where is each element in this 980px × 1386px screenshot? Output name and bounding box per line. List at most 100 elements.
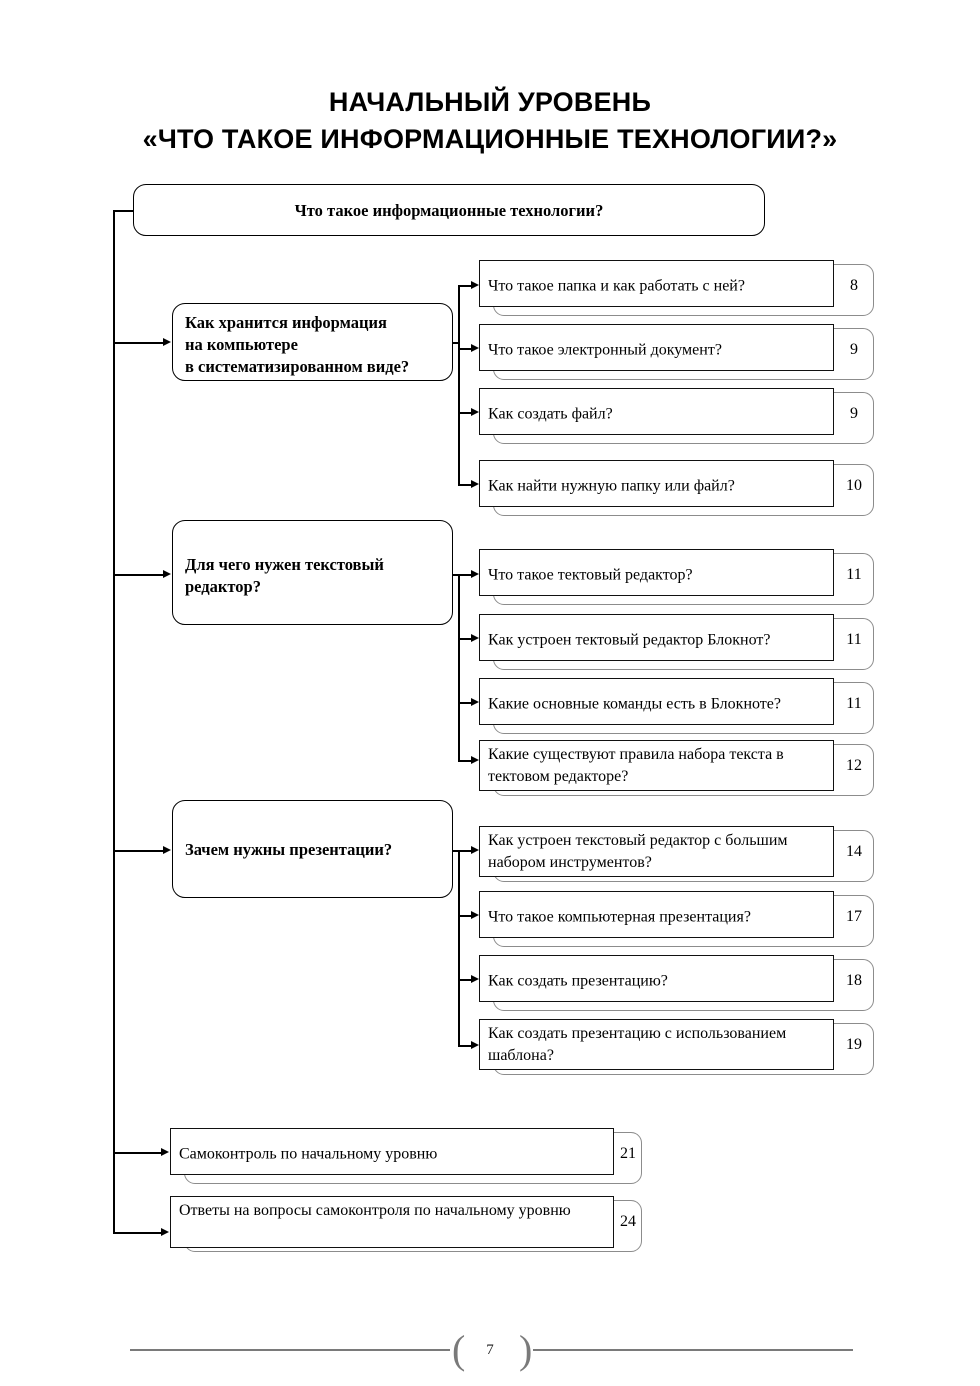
footer-brace-left: ( [452,1327,466,1372]
trunk-branch-1 [113,342,163,344]
group-2-arrow-1 [471,570,479,578]
group-3-arrow-3 [471,975,479,983]
leaf-item[interactable]: Как устроен тектовый редактор Блокнот? 1… [479,614,874,670]
main-trunk [113,210,115,1232]
leaf-item[interactable]: Как создать презентацию? 18 [479,955,874,1011]
group-3-branch-2 [458,915,472,917]
leaf-item[interactable]: Как создать файл? 9 [479,388,874,444]
leaf-text-rect [479,460,834,507]
group-2-parent[interactable]: Для чего нужен текстовый редактор? [172,520,456,629]
group-3-parent[interactable]: Зачем нужны презентации? [172,800,456,902]
footer-brace-right: ) [519,1327,533,1372]
trunk-branch-4 [113,1152,161,1154]
trunk-arrow-4 [161,1148,169,1156]
leaf-text-rect [479,388,834,435]
leaf-label: Как создать файл? [488,405,613,423]
leaf-text-rect [479,549,834,596]
leaf-text-rect [479,1019,834,1070]
leaf-item[interactable]: Какие существуют правила набора текста в… [479,740,874,796]
leaf-text-rect [479,324,834,371]
root-node[interactable]: Что такое информационные технологии? [133,184,768,240]
leaf-page-number: 11 [846,631,862,648]
group-3-spine [458,850,460,1045]
group-3-parent-label: Зачем нужны презентации? [185,840,393,859]
trunk-branch-3 [113,850,163,852]
leaf-label: Как создать презентацию? [488,972,668,990]
group-1-branch-1 [458,285,472,287]
leaf-page-number: 11 [846,695,862,712]
leaf-label: Как найти нужную папку или файл? [488,477,735,495]
group-1-branch-3 [458,412,472,414]
footer-rule-right [533,1349,853,1351]
leaf-page-number: 12 [846,757,862,774]
leaf-page-number: 17 [846,908,862,925]
leaf-page-number: 24 [620,1213,636,1230]
leaf-item[interactable]: Что такое компьютерная презентация? 17 [479,891,874,947]
footer-page-number: 7 [486,1342,494,1358]
trunk-root-connector [113,210,134,212]
leaf-label: Что такое компьютерная презентация? [488,908,751,926]
leaf-label: Что такое электронный документ? [488,341,722,359]
leaf-item[interactable]: Что такое электронный документ? 9 [479,324,874,380]
leaf-item[interactable]: Как устроен текстовый редактор с большим… [479,826,874,882]
group-1-spine [458,285,460,484]
group-2-branch-1 [458,574,472,576]
leaf-label: Ответы на вопросы самоконтроля по началь… [179,1202,571,1219]
group-2-arrow-3 [471,698,479,706]
group-2-arrow-4 [471,756,479,764]
group-2-spine [458,574,460,760]
leaf-item[interactable]: Ответы на вопросы самоконтроля по началь… [170,1196,642,1252]
footer-rule-left [130,1349,450,1351]
trunk-arrow-5 [161,1228,169,1236]
group-1-branch-4 [458,484,472,486]
title-line-2: «ЧТО ТАКОЕ ИНФОРМАЦИОННЫЕ ТЕХНОЛОГИИ?» [142,124,838,154]
leaf-page-number: 9 [850,405,858,422]
group-1-parent[interactable]: Как хранится информация на компьютере в … [172,303,456,385]
group-1-parent-label: Как хранится информация на компьютере в … [185,313,410,376]
leaf-item[interactable]: Как найти нужную папку или файл? 10 [479,460,874,516]
leaf-item[interactable]: Самоконтроль по начальному уровню 21 [170,1128,642,1184]
group-1-arrow-1 [471,281,479,289]
group-1-arrow-2 [471,344,479,352]
group-2-branch-2 [458,638,472,640]
trunk-arrow-2 [163,570,171,578]
leaf-page-number: 21 [620,1145,636,1162]
group-1-arrow-4 [471,480,479,488]
group-3-arrow-2 [471,911,479,919]
group-3-arrow-4 [471,1041,479,1049]
leaf-page-number: 9 [850,341,858,358]
page-footer: ( 7 ) [0,1330,980,1370]
leaf-label: Как создать презентацию с использованием… [488,1025,787,1064]
leaf-label: Что такое тектовый редактор? [488,566,693,584]
leaf-text-rect [479,740,834,791]
trunk-arrow-3 [163,846,171,854]
title-line-1: НАЧАЛЬНЫЙ УРОВЕНЬ [328,87,652,117]
leaf-text-rect [479,614,834,661]
leaf-item[interactable]: Какие основные команды есть в Блокноте? … [479,678,874,734]
leaf-item[interactable]: Что такое папка и как работать с ней? 8 [479,260,874,316]
group-3-branch-1 [458,850,472,852]
leaf-page-number: 8 [850,277,858,294]
page-title: НАЧАЛЬНЫЙ УРОВЕНЬ «ЧТО ТАКОЕ ИНФОРМАЦИОН… [0,84,980,158]
leaf-label: Какие существуют правила набора текста в… [488,746,784,785]
group-3-arrow-1 [471,846,479,854]
leaf-label: Самоконтроль по начальному уровню [179,1145,438,1163]
group-2-parent-label: Для чего нужен текстовый редактор? [185,555,384,596]
leaf-text-rect [479,260,834,307]
trunk-arrow-1 [163,338,171,346]
group-3-branch-4 [458,1045,472,1047]
leaf-page-number: 14 [846,843,862,860]
leaf-text-rect [170,1128,614,1175]
group-3-stem [453,850,459,852]
leaf-label: Что такое папка и как работать с ней? [488,277,745,295]
leaf-page-number: 18 [846,972,862,989]
leaf-text-rect [479,826,834,877]
trunk-branch-2 [113,574,163,576]
leaf-page-number: 10 [846,477,862,494]
leaf-text-rect [479,891,834,938]
leaf-item[interactable]: Как создать презентацию с использованием… [479,1019,874,1075]
group-1-stem [453,342,459,344]
group-2-stem [453,574,459,576]
leaf-item[interactable]: Что такое тектовый редактор? 11 [479,549,874,605]
